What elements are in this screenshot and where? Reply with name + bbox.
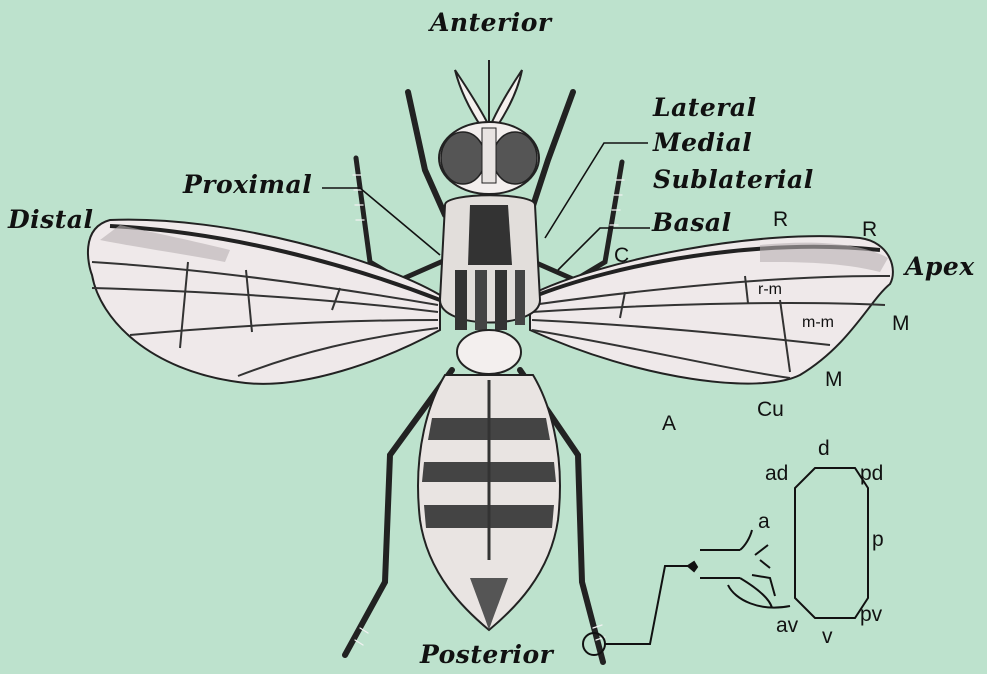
- vein-label-cu: Cu: [757, 398, 784, 422]
- vein-label-mm: m-m: [802, 314, 834, 332]
- vein-label-c: C: [614, 244, 629, 268]
- left-wing: [88, 220, 440, 384]
- label-basal: Basal: [652, 208, 732, 237]
- label-sublaterial: Sublaterial: [653, 165, 814, 194]
- inset-label-v: v: [822, 625, 833, 649]
- vein-label-r2: R: [862, 218, 877, 242]
- inset-label-pv: pv: [860, 603, 882, 627]
- inset-label-ad: ad: [765, 462, 788, 486]
- label-posterior: Posterior: [420, 640, 553, 669]
- vein-label-m1: M: [892, 312, 910, 336]
- inset-label-p: p: [872, 528, 884, 552]
- label-lateral: Lateral: [653, 93, 757, 122]
- label-proximal: Proximal: [183, 170, 312, 199]
- vein-label-m2: M: [825, 368, 843, 392]
- abdomen: [418, 375, 560, 630]
- label-medial: Medial: [653, 128, 752, 157]
- inset-label-a: a: [758, 510, 770, 534]
- thorax: [440, 195, 540, 374]
- vein-label-r1: R: [773, 208, 788, 232]
- inset-label-d: d: [818, 437, 830, 461]
- inset-label-pd: pd: [860, 462, 883, 486]
- head: [439, 122, 539, 194]
- antennae: [455, 60, 522, 128]
- right-wing: [530, 236, 893, 383]
- label-distal: Distal: [8, 205, 94, 234]
- label-anterior: Anterior: [430, 8, 552, 37]
- inset-label-av: av: [776, 614, 798, 638]
- vein-label-rm: r-m: [758, 281, 782, 299]
- vein-label-a: A: [662, 412, 676, 436]
- label-apex: Apex: [905, 252, 975, 281]
